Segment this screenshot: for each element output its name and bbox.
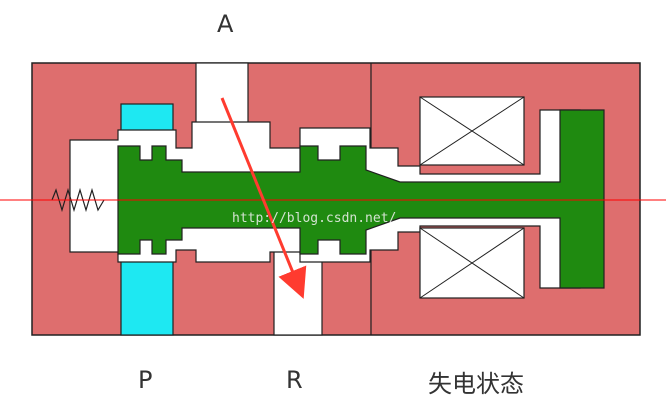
coil-top-cross-b (419, 96, 525, 166)
watermark-text: http://blog.csdn.net/ (232, 211, 396, 226)
port-r-label: R (286, 366, 303, 394)
flow-arrow (220, 97, 307, 299)
spool (117, 109, 605, 289)
port-p-label: P (138, 366, 153, 394)
coil-bottom-cross-b (419, 227, 525, 299)
state-caption: 失电状态 (428, 370, 524, 398)
port-a-label: A (217, 10, 234, 38)
port-r-channel (273, 249, 323, 336)
